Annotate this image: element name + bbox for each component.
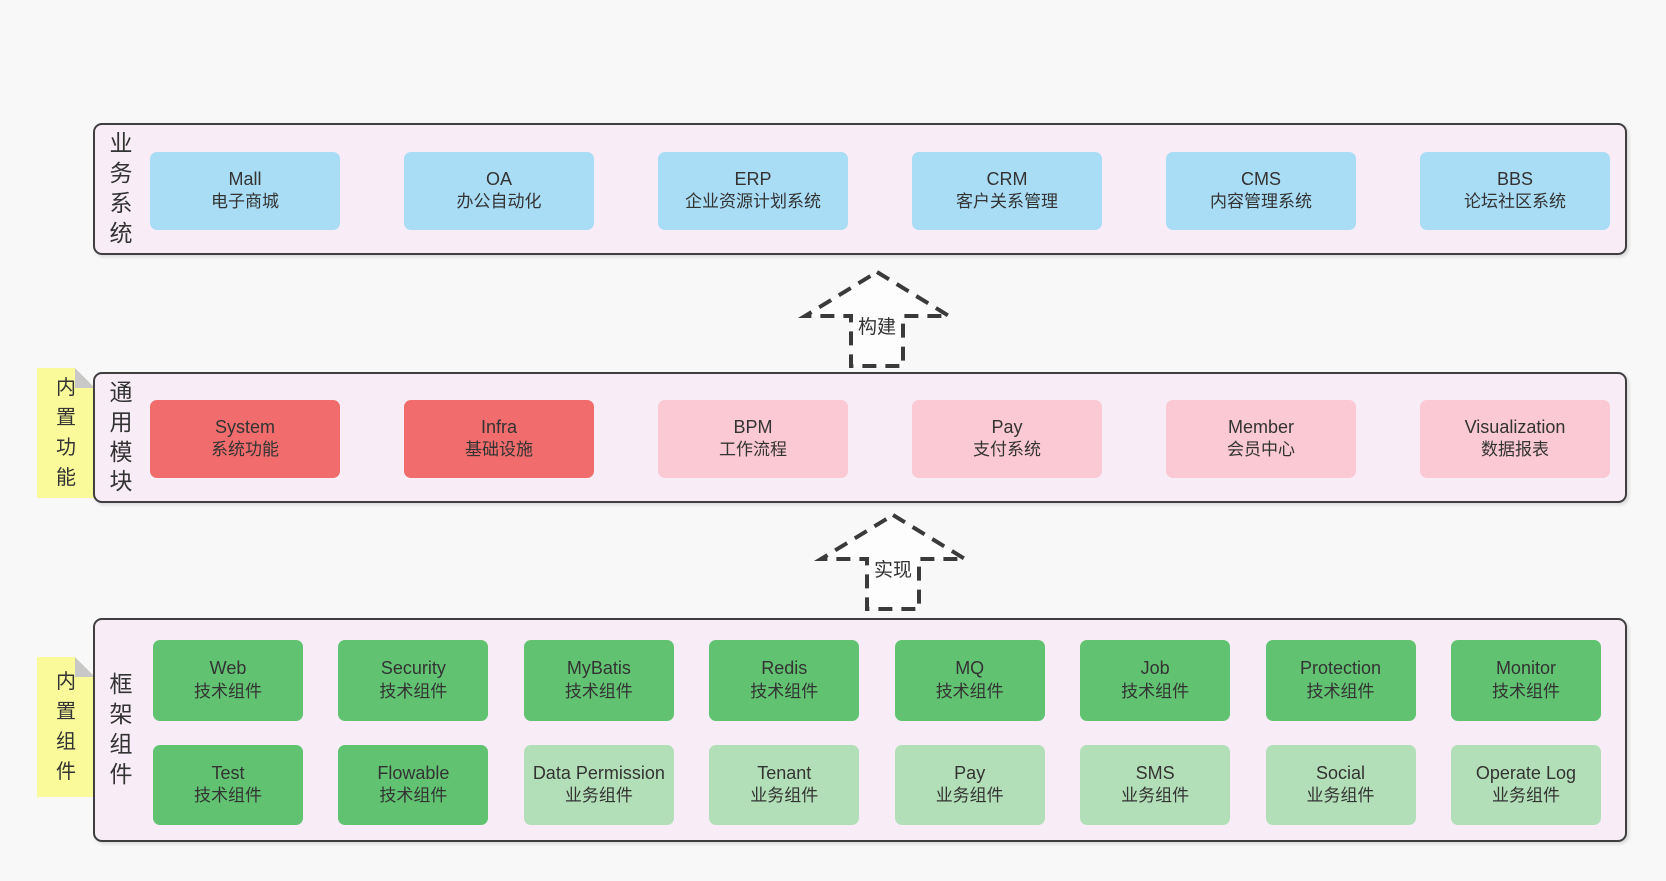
box-erp: ERP 企业资源计划系统: [658, 152, 848, 230]
box-test: Test 技术组件: [153, 745, 303, 825]
box-oa: OA 办公自动化: [404, 152, 594, 230]
box-security: Security 技术组件: [338, 640, 489, 721]
box-data-permission: Data Permission 业务组件: [523, 745, 674, 825]
box-flowable: Flowable 技术组件: [338, 745, 489, 825]
box-operate-log: Operate Log 业务组件: [1450, 745, 1601, 825]
box-bpm: BPM 工作流程: [658, 400, 848, 478]
arrow-build-up: 构建: [797, 266, 957, 372]
panel-label-common-modules: 通用模块: [109, 378, 133, 495]
box-protection: Protection 技术组件: [1265, 640, 1416, 721]
framework-components-panel: 框架组件 Web 技术组件 Security 技术组件 MyBatis 技术组件…: [93, 618, 1627, 842]
box-mq: MQ 技术组件: [894, 640, 1045, 721]
arrow-implement-label: 实现: [813, 555, 973, 582]
box-member: Member 会员中心: [1166, 400, 1356, 478]
box-visualization: Visualization 数据报表: [1420, 400, 1610, 478]
arrow-implement-up: 实现: [813, 509, 973, 615]
box-infra: Infra 基础设施: [404, 400, 594, 478]
box-redis: Redis 技术组件: [709, 640, 860, 721]
box-cms: CMS 内容管理系统: [1166, 152, 1356, 230]
business-box-row: Mall 电子商城 OA 办公自动化 ERP 企业资源计划系统 CRM 客户关系…: [150, 152, 1610, 230]
panel-label-business-systems: 业务系统: [109, 130, 133, 246]
box-system: System 系统功能: [150, 400, 340, 478]
box-sms: SMS 业务组件: [1080, 745, 1231, 825]
components-box-row-1: Web 技术组件 Security 技术组件 MyBatis 技术组件 Redi…: [153, 640, 1601, 721]
box-bbs: BBS 论坛社区系统: [1420, 152, 1610, 230]
box-job: Job 技术组件: [1080, 640, 1231, 721]
arrow-build-label: 构建: [797, 312, 957, 339]
box-web: Web 技术组件: [153, 640, 303, 721]
box-mall: Mall 电子商城: [150, 152, 340, 230]
box-crm: CRM 客户关系管理: [912, 152, 1102, 230]
box-tenant: Tenant 业务组件: [709, 745, 860, 825]
modules-box-row: System 系统功能 Infra 基础设施 BPM 工作流程 Pay 支付系统…: [150, 400, 1610, 478]
business-systems-panel: 业务系统 Mall 电子商城 OA 办公自动化 ERP 企业资源计划系统 CRM…: [93, 123, 1627, 255]
box-pay-system: Pay 支付系统: [912, 400, 1102, 478]
sticky-note-label: 内置功能: [56, 377, 76, 489]
panel-label-framework-components: 框架组件: [109, 671, 133, 787]
sticky-note-builtin-features: 内置功能: [37, 368, 95, 498]
box-social: Social 业务组件: [1265, 745, 1416, 825]
sticky-note-label: 内置组件: [56, 671, 76, 783]
box-monitor: Monitor 技术组件: [1450, 640, 1601, 721]
components-box-row-2: Test 技术组件 Flowable 技术组件 Data Permission …: [153, 745, 1601, 825]
box-mybatis: MyBatis 技术组件: [523, 640, 674, 721]
sticky-note-builtin-components: 内置组件: [37, 657, 95, 797]
box-pay-component: Pay 业务组件: [894, 745, 1045, 825]
common-modules-panel: 通用模块 System 系统功能 Infra 基础设施 BPM 工作流程 Pay…: [93, 372, 1627, 503]
